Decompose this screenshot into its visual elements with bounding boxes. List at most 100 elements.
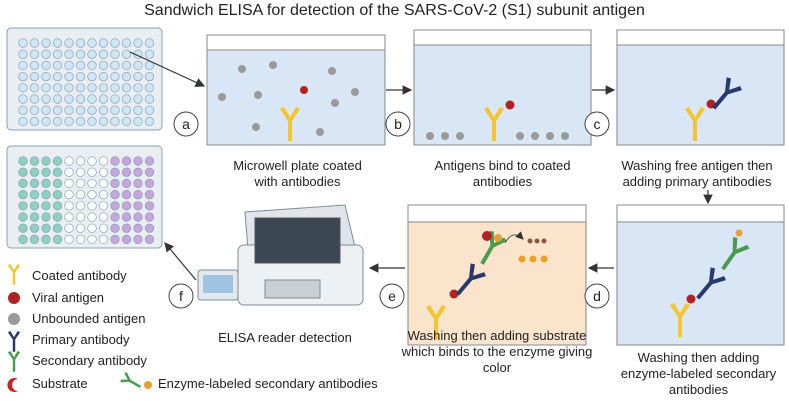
plate-well xyxy=(110,105,120,115)
plate-wells-colored xyxy=(18,156,155,244)
y-antibody-yellow-icon xyxy=(7,264,21,285)
plate-well xyxy=(18,234,28,244)
plate-well xyxy=(87,167,97,177)
plate-well xyxy=(29,201,40,211)
plate-well xyxy=(64,49,74,59)
y-antibody-green-icon xyxy=(7,351,21,372)
plate-well xyxy=(75,49,86,59)
plate-well xyxy=(18,116,28,126)
plate-well xyxy=(144,83,155,93)
plate-well xyxy=(18,71,28,82)
plate-well xyxy=(133,83,143,93)
plate-well xyxy=(75,223,86,233)
plate-well xyxy=(64,60,74,71)
plate-well xyxy=(75,167,86,177)
plate-well xyxy=(98,234,109,244)
plate-well xyxy=(75,105,86,115)
plate-well xyxy=(121,223,132,233)
plate-well xyxy=(64,234,74,244)
plate-well xyxy=(52,223,63,233)
plate-well xyxy=(64,201,74,211)
plate-well xyxy=(41,38,51,48)
plate-well xyxy=(133,201,143,211)
plate-well xyxy=(18,212,28,222)
plate-well xyxy=(87,60,97,71)
plate-well xyxy=(64,105,74,115)
plate-well xyxy=(41,156,51,166)
plate-well xyxy=(52,60,63,71)
plate-well xyxy=(98,105,109,115)
plate-well xyxy=(121,178,132,188)
plate-well xyxy=(41,190,51,200)
plate-well xyxy=(110,49,120,59)
caption-d-line2: enzyme-labeled secondary xyxy=(620,366,777,381)
plate-well xyxy=(110,116,120,126)
plate-well xyxy=(29,71,40,82)
plate-well xyxy=(52,105,63,115)
microwell-plate-result xyxy=(6,145,163,249)
plate-well xyxy=(52,49,63,59)
y-antibody-navy-icon xyxy=(7,331,21,352)
plate-well xyxy=(144,71,155,82)
plate-well xyxy=(98,60,109,71)
plate-well xyxy=(133,116,143,126)
caption-b-line1: Antigens bind to coated xyxy=(434,158,571,173)
plate-wells xyxy=(18,38,155,126)
plate-well xyxy=(52,38,63,48)
plate-well xyxy=(98,116,109,126)
plate-well xyxy=(133,223,143,233)
plate-well xyxy=(64,116,74,126)
well-a xyxy=(206,34,386,146)
plate-well xyxy=(87,212,97,222)
plate-well xyxy=(75,71,86,82)
plate-well xyxy=(18,178,28,188)
plate-well xyxy=(144,223,155,233)
well-b xyxy=(413,29,592,146)
plate-well xyxy=(87,105,97,115)
plate-well xyxy=(98,38,109,48)
plate-well xyxy=(87,234,97,244)
plate-well xyxy=(75,156,86,166)
plate-well xyxy=(121,60,132,71)
plate-well xyxy=(41,83,51,93)
caption-step-f: ELISA reader detection xyxy=(200,330,370,346)
plate-well xyxy=(87,156,97,166)
plate-well xyxy=(41,201,51,211)
plate-well xyxy=(64,178,74,188)
plate-well xyxy=(121,83,132,93)
plate-well xyxy=(87,178,97,188)
plate-well xyxy=(110,38,120,48)
plate-well xyxy=(110,223,120,233)
plate-well xyxy=(64,223,74,233)
plate-well xyxy=(29,105,40,115)
plate-well xyxy=(144,212,155,222)
plate-well xyxy=(18,94,28,104)
plate-well xyxy=(18,167,28,177)
plate-well xyxy=(41,234,51,244)
step-letter-d: d xyxy=(593,288,601,304)
plate-well xyxy=(75,234,86,244)
plate-well xyxy=(121,190,132,200)
plate-well xyxy=(133,60,143,71)
legend-primary-antibody: Primary antibody xyxy=(32,332,130,347)
plate-well xyxy=(110,83,120,93)
plate-well xyxy=(29,212,40,222)
plate-well xyxy=(18,156,28,166)
plate-well xyxy=(64,156,74,166)
plate-well xyxy=(133,167,143,177)
plate-well xyxy=(144,190,155,200)
caption-c-line2: adding primary antibodies xyxy=(622,174,772,189)
plate-well xyxy=(133,234,143,244)
plate-well xyxy=(29,94,40,104)
plate-well xyxy=(75,212,86,222)
plate-well xyxy=(110,178,120,188)
plate-well xyxy=(64,167,74,177)
well-c xyxy=(616,29,785,146)
plate-well xyxy=(110,212,120,222)
plate-well xyxy=(18,60,28,71)
red-crescent-icon xyxy=(7,378,18,393)
plate-well xyxy=(133,190,143,200)
elisa-reader xyxy=(197,204,364,306)
plate-well xyxy=(52,234,63,244)
